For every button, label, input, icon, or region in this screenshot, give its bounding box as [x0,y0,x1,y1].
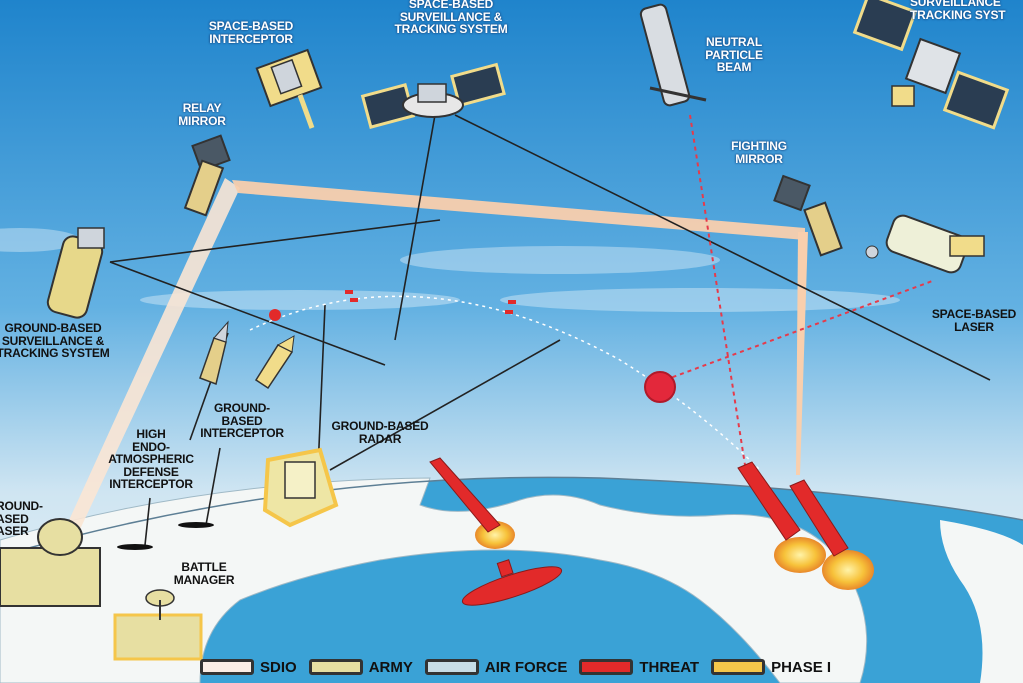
label-space-based-laser: SPACE-BASED LASER [931,307,1017,334]
surveillance-tracking-satellite-right [852,0,1010,130]
label-ground-based-interceptor: GROUND- BASED INTERCEPTOR [200,401,284,441]
legend-label-air-force: AIR FORCE [484,658,568,676]
label-relay-mirror: RELAY MIRROR [178,101,226,128]
ground-based-surveillance-probe [46,227,105,319]
label-ground-based-radar: GROUND-BASED RADAR [331,419,429,446]
fighting-mirror-satellite [773,174,843,257]
legend: SDIO ARMY AIR FORCE THREAT PHASE I [200,655,843,679]
submarine [461,559,563,606]
relay-beam [232,180,805,240]
label-ground-based-laser: ROUND- ASED ASER [0,499,43,539]
legend-label-phase-1: PHASE I [771,658,832,676]
legend-label-threat: THREAT [639,658,700,676]
endo-interceptor [199,320,229,386]
label-surveillance-tracking-right: SURVEILLANCE TRACKING SYST [910,0,1006,22]
relay-mirror-satellite [183,134,231,217]
launch-sites [117,522,214,550]
label-battle-manager: BATTLE MANAGER [173,560,235,587]
ground-interceptor [254,335,295,390]
legend-item-army: ARMY [308,658,413,676]
legend-swatch-air-force [424,659,479,675]
warhead-debris [269,290,516,321]
legend-item-sdio: SDIO [200,659,297,676]
label-neutral-particle-beam: NEUTRAL PARTICLE BEAM [705,35,763,75]
battle-manager-station [113,589,203,661]
space-based-interceptor-satellite [255,48,323,129]
land-mass [0,477,868,683]
legend-item-air-force: AIR FORCE [424,658,568,676]
legend-swatch-threat [579,659,634,675]
label-high-endo-interceptor: HIGH ENDO- ATMOSPHERIC DEFENSE INTERCEPT… [108,427,194,492]
label-space-based-surveillance: SPACE-BASED SURVEILLANCE & TRACKING SYST… [394,0,508,37]
threat-missile-left [429,457,515,549]
ground-laser-beam [60,178,240,540]
legend-item-threat: THREAT [579,659,699,676]
horizon-line [0,476,1023,557]
surveillance-satellite [360,62,506,129]
space-based-laser-satellite [865,214,985,274]
legend-label-sdio: SDIO [260,658,297,676]
fighting-mirror-beam [796,232,808,475]
threat-missile-right-2 [789,479,874,590]
sensor-lines [109,114,991,546]
ground-radar-building [262,447,339,528]
land-right [940,520,1023,683]
legend-item-phase-1: PHASE I [711,659,831,676]
legend-label-army: ARMY [368,658,413,676]
legend-swatch-phase-1 [711,659,766,675]
label-ground-based-surveillance: GROUND-BASED SURVEILLANCE & TRACKING SYS… [0,321,110,361]
label-fighting-mirror: FIGHTING MIRROR [731,139,787,166]
threat-missile-right-1 [737,461,826,573]
neutral-particle-beam-satellite [639,3,707,107]
legend-swatch-army [308,659,363,675]
ground-laser-facility [0,518,101,607]
legend-swatch-sdio [200,659,254,675]
label-space-based-interceptor: SPACE-BASED INTERCEPTOR [208,19,294,46]
threat-beams [664,114,936,466]
explosion-burst [644,371,676,403]
